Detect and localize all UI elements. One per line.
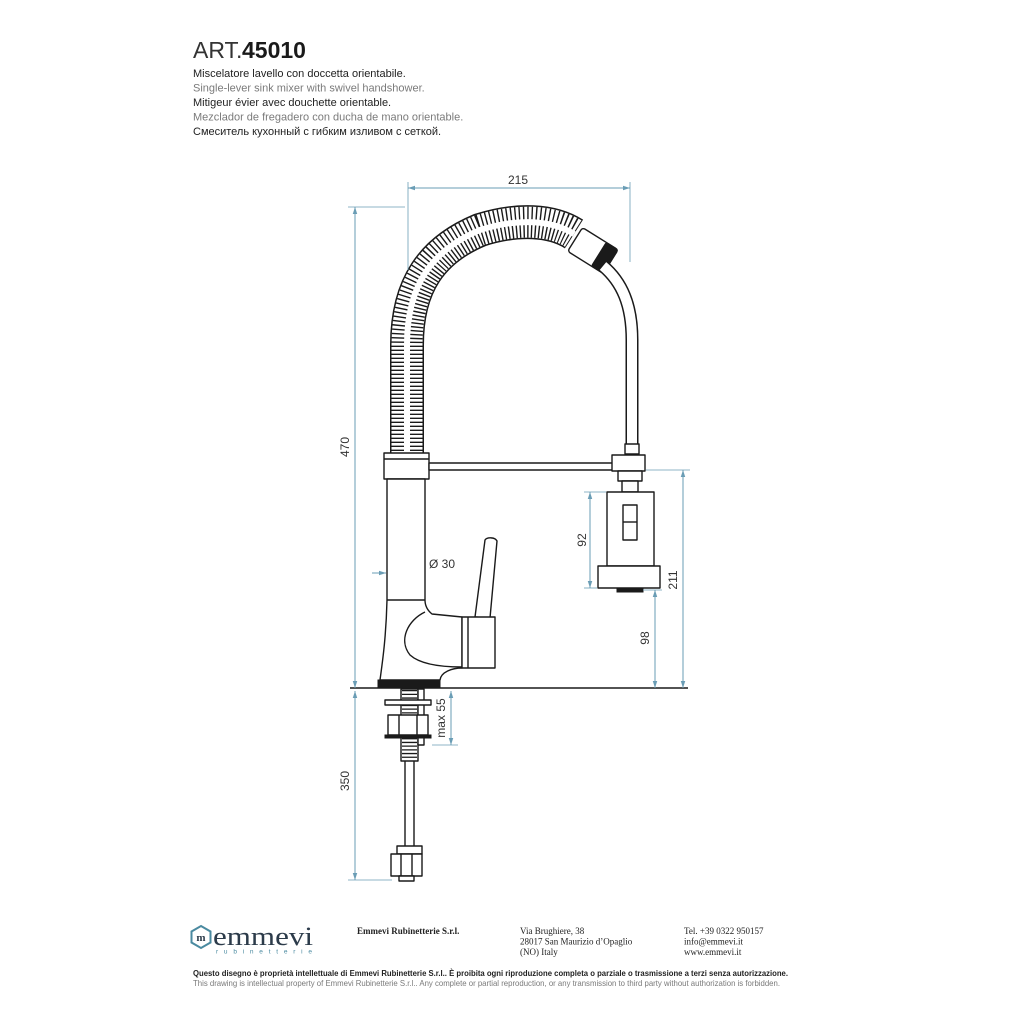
address-line-1: Via Brughiere, 38 bbox=[520, 926, 585, 936]
description-ru: Смеситель кухонный с гибким изливом с се… bbox=[193, 126, 441, 138]
description-en: Single-lever sink mixer with swivel hand… bbox=[193, 83, 425, 95]
spout-collar bbox=[383, 452, 430, 480]
faucet-drawing bbox=[350, 205, 688, 882]
lever-handle bbox=[461, 537, 498, 669]
article-number: 45010 bbox=[242, 37, 306, 63]
spray-head-top bbox=[568, 227, 618, 274]
dimension-clip-height-label: 211 bbox=[666, 570, 680, 589]
article-prefix: ART. bbox=[193, 37, 242, 63]
mixer-body bbox=[379, 478, 463, 681]
header: ART. 45010 Miscelatore lavello con docce… bbox=[193, 37, 463, 138]
dimension-diameter-label: Ø 30 bbox=[429, 557, 455, 571]
dimension-shower-height: 92 bbox=[575, 491, 606, 589]
handshower-body bbox=[597, 491, 661, 593]
dimension-max-thickness-label: max 55 bbox=[434, 698, 448, 738]
dimension-width-label: 215 bbox=[508, 173, 528, 187]
logo-text: emmevi bbox=[213, 922, 313, 951]
support-arm bbox=[428, 462, 615, 471]
dimensions: 215 470 350 Ø 30 92 211 bbox=[338, 173, 690, 881]
address-line-2: 28017 San Maurizio d’Opaglio bbox=[520, 937, 633, 947]
dimension-hose-length: 350 bbox=[338, 691, 392, 881]
supply-hose bbox=[390, 761, 423, 882]
address-line-3: (NO) Italy bbox=[520, 947, 558, 957]
dimension-clip-height: 211 bbox=[646, 469, 690, 688]
hose-tube bbox=[598, 261, 640, 455]
dimension-shower-height-label: 92 bbox=[575, 533, 589, 547]
description-es: Mezclador de fregadero con ducha de mano… bbox=[193, 112, 463, 124]
dimension-shower-clearance: 98 bbox=[638, 589, 662, 688]
description-it: Miscelatore lavello con doccetta orienta… bbox=[193, 68, 406, 80]
dimension-total-height-label: 470 bbox=[338, 437, 352, 457]
disclaimer-english: This drawing is intellectual property of… bbox=[193, 978, 780, 988]
dimension-total-height: 470 bbox=[338, 206, 405, 688]
contact-phone: Tel. +39 0322 950157 bbox=[684, 926, 764, 936]
spring-coil bbox=[390, 205, 584, 455]
base-flange bbox=[377, 679, 441, 689]
disclaimer-italian: Questo disegno è proprietà intellettuale… bbox=[193, 968, 788, 978]
handshower-clip bbox=[611, 454, 646, 493]
description-fr: Mitigeur évier avec douchette orientable… bbox=[193, 97, 391, 109]
dimension-width: 215 bbox=[407, 173, 631, 270]
dimension-diameter: Ø 30 bbox=[372, 557, 455, 576]
fixing-kit bbox=[384, 688, 432, 762]
dimension-max-thickness: max 55 bbox=[432, 691, 458, 746]
footer: m emmevi rubinetterie Emmevi Rubinetteri… bbox=[190, 922, 788, 988]
logo-icon-letter: m bbox=[196, 932, 205, 944]
dimension-hose-length-label: 350 bbox=[338, 771, 352, 791]
brand-logo: m emmevi rubinetterie bbox=[190, 922, 313, 956]
contact-email: info@emmevi.it bbox=[684, 937, 744, 947]
hexagon-m-logo-icon bbox=[190, 924, 212, 950]
dimension-shower-clearance-label: 98 bbox=[638, 631, 652, 645]
contact-website: www.emmevi.it bbox=[684, 947, 742, 957]
company-name: Emmevi Rubinetterie S.r.l. bbox=[357, 926, 459, 936]
